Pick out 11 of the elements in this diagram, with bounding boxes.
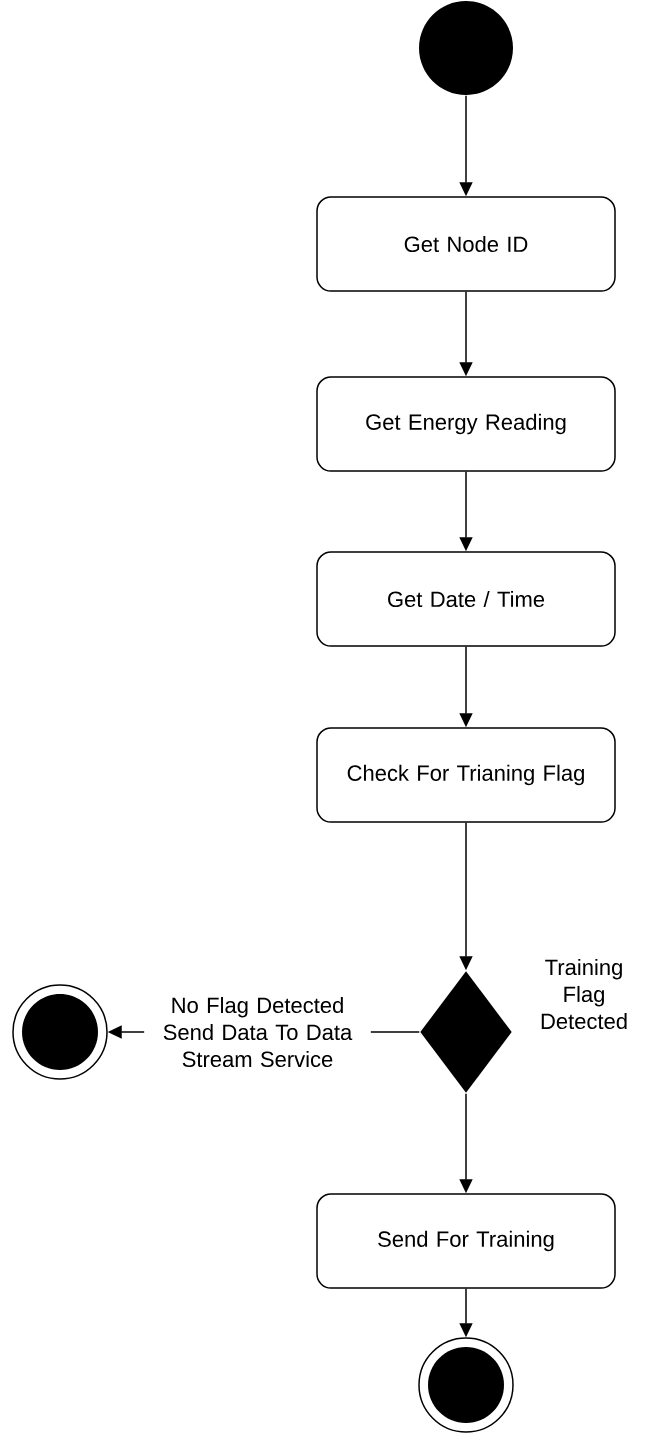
decision-diamond [420,971,512,1093]
activity-box: Check For Trianing Flag [316,727,616,823]
initial-node [419,1,513,95]
activity-box: Get Energy Reading [316,376,616,472]
activity-box: Get Date / Time [316,551,616,647]
activity-box: Send For Training [316,1193,616,1289]
final-node [12,984,108,1080]
final-node [418,1337,514,1433]
activity-box: Get Node ID [316,196,616,292]
edge-label: No Flag Detected Send Data To Data Stream Service [144,993,371,1071]
guard-label: Training Flag Detected [541,958,627,1030]
